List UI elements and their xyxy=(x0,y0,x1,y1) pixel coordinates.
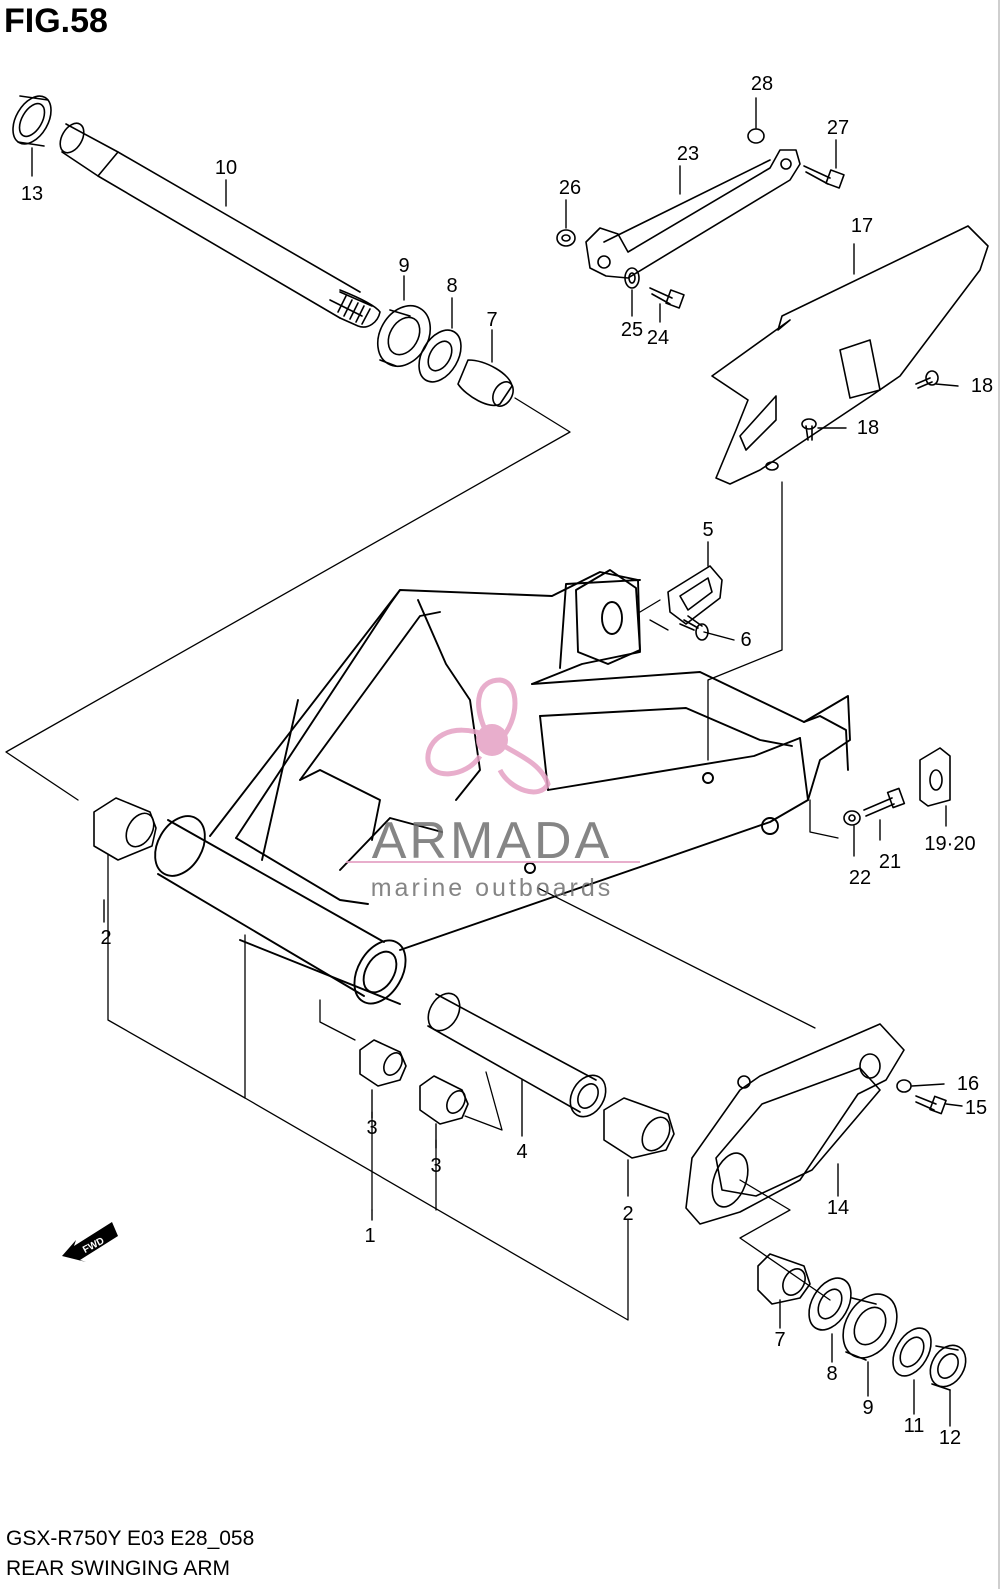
callout-14: 14 xyxy=(827,1197,849,1219)
part-26-nut-drawing xyxy=(556,229,576,247)
part-2-left-bushing-drawing xyxy=(93,797,157,861)
part-25-washer-drawing xyxy=(624,267,640,289)
part-16-nut-drawing xyxy=(896,1079,912,1093)
callout-22: 22 xyxy=(849,867,871,889)
part-22-nut-drawing xyxy=(843,810,861,826)
callout-7-top: 7 xyxy=(486,309,497,331)
callout-2-right: 2 xyxy=(622,1203,633,1225)
part-15-bolt-drawing xyxy=(915,1095,947,1115)
callout-27: 27 xyxy=(827,117,849,139)
callout-10: 10 xyxy=(215,157,237,179)
part-3-bushing-drawing-a xyxy=(359,1039,407,1087)
part-17-chain-guard-drawing xyxy=(711,225,989,485)
watermark-tagline: marine outboards xyxy=(371,874,614,902)
callout-7-bottom: 7 xyxy=(774,1329,785,1351)
figure-title: FIG.58 xyxy=(4,2,108,40)
callout-9-top: 9 xyxy=(398,255,409,277)
bottom-collar-7-drawing xyxy=(757,1253,811,1305)
callout-21: 21 xyxy=(879,851,901,873)
part-21-bolt-drawing xyxy=(863,787,906,817)
part-24-bolt-drawing xyxy=(649,287,685,309)
top-bearing-stack-drawing xyxy=(376,305,514,407)
bottom-washer-11-drawing xyxy=(892,1327,932,1377)
propeller-logo-icon xyxy=(425,677,551,795)
callout-8-top: 8 xyxy=(446,275,457,297)
watermark-brand: ARMADA xyxy=(372,812,612,870)
callout-26: 26 xyxy=(559,177,581,199)
callout-23: 23 xyxy=(677,143,699,165)
callout-6: 6 xyxy=(740,629,751,651)
callout-1: 1 xyxy=(364,1225,375,1247)
right-edge-rule xyxy=(998,0,1000,1589)
part-13-seal-drawing xyxy=(12,95,52,147)
part-6-bolt-drawing xyxy=(679,615,709,641)
bottom-bearing-9-drawing xyxy=(842,1293,898,1361)
callout-numbers: 1 2 2 3 3 4 5 6 7 7 8 8 9 9 10 11 12 13 … xyxy=(21,73,993,1449)
callout-8-bottom: 8 xyxy=(826,1363,837,1385)
callout-28: 28 xyxy=(751,73,773,95)
part-19-20-cap-drawing xyxy=(919,747,951,807)
fwd-label: FWD xyxy=(81,1236,106,1256)
part-28-nut-drawing xyxy=(747,128,765,144)
bottom-washer-8-drawing xyxy=(808,1277,852,1331)
callout-3-b: 3 xyxy=(430,1155,441,1177)
part-23-torque-link-drawing xyxy=(585,149,801,279)
callout-13: 13 xyxy=(21,183,43,205)
callout-17: 17 xyxy=(851,215,873,237)
callout-3-a: 3 xyxy=(366,1117,377,1139)
callout-25: 25 xyxy=(621,319,643,341)
part-4-spacer-drawing xyxy=(427,992,607,1118)
part-18-screw-drawing-b xyxy=(801,418,817,441)
model-code: GSX-R750Y E03 E28_058 xyxy=(6,1527,255,1550)
diagram-caption: REAR SWINGING ARM xyxy=(6,1557,231,1580)
callout-15: 15 xyxy=(965,1097,987,1119)
bottom-seal-12-drawing xyxy=(929,1344,967,1391)
armada-watermark: ARMADA marine outboards xyxy=(346,677,640,902)
callout-5: 5 xyxy=(702,519,713,541)
callout-16: 16 xyxy=(957,1073,979,1095)
part-10-pivot-shaft-drawing xyxy=(59,122,381,328)
part-2-right-bushing-drawing xyxy=(603,1097,675,1159)
part-14-adjuster-plate-drawing xyxy=(685,1023,905,1225)
callout-18-b: 18 xyxy=(857,417,879,439)
callout-leaders xyxy=(31,97,963,1427)
callout-19-20: 19·20 xyxy=(924,833,975,855)
callout-9-bottom: 9 xyxy=(862,1397,873,1419)
part-27-bolt-drawing xyxy=(803,165,845,189)
part-5-plate-drawing xyxy=(667,565,723,625)
callout-24: 24 xyxy=(647,327,669,349)
callout-2-left: 2 xyxy=(100,927,111,949)
part-18-screw-drawing-a xyxy=(915,370,939,389)
callout-4: 4 xyxy=(516,1141,527,1163)
assembly-leaders xyxy=(5,397,839,1321)
fwd-arrow-icon: FWD xyxy=(62,1222,118,1262)
callout-12: 12 xyxy=(939,1427,961,1449)
part-3-bushing-drawing-b xyxy=(419,1075,469,1125)
callout-18-a: 18 xyxy=(971,375,993,397)
callout-11: 11 xyxy=(904,1415,925,1437)
